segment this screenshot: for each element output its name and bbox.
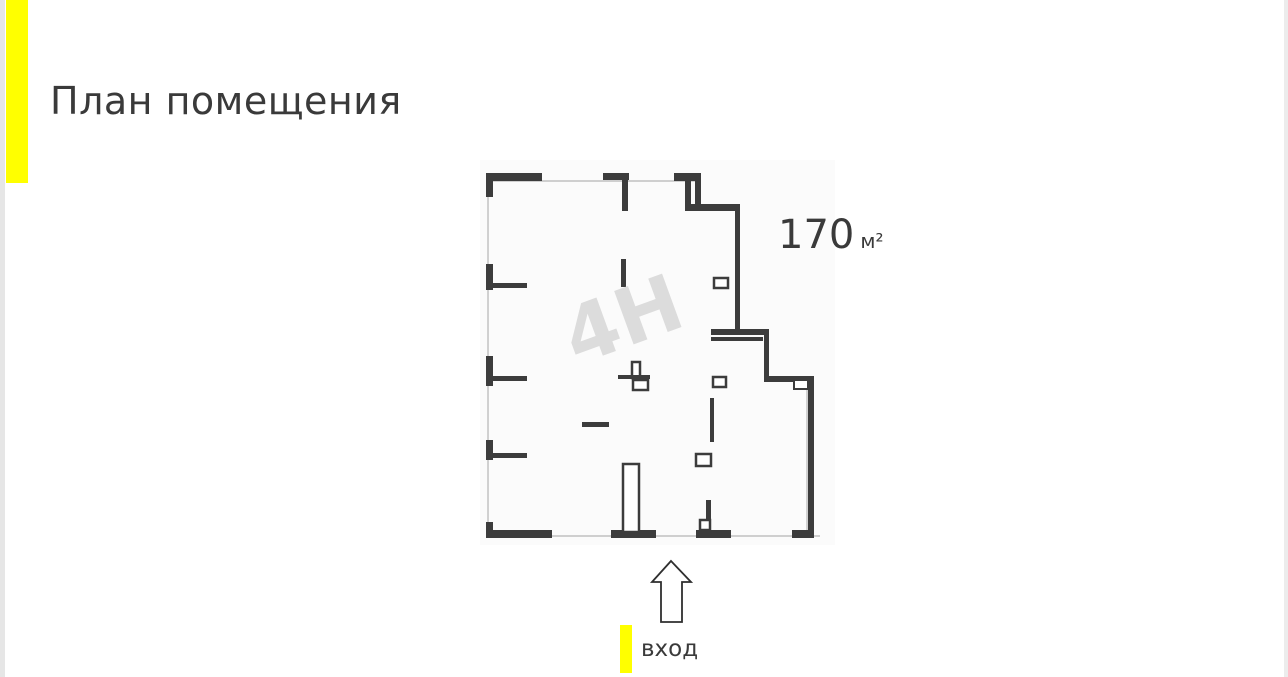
wall-step-top (711, 329, 769, 335)
entry-accent-mark (620, 625, 632, 673)
shaft-bottom-center (621, 462, 641, 534)
partition-center-left (582, 422, 609, 427)
accent-bar (6, 0, 28, 183)
thick-walls (486, 173, 814, 538)
wall-step-inner (711, 337, 763, 341)
column-middle-right (711, 375, 728, 389)
area-unit: м² (860, 229, 884, 253)
wall-top-left (486, 173, 542, 181)
wall-partition-top (622, 173, 628, 211)
column-right-corner (793, 379, 809, 390)
wall-top-middle (603, 173, 629, 180)
plan-paper (480, 160, 835, 545)
wall-notch-right (695, 173, 701, 211)
partition-center-cross (618, 375, 650, 379)
wall-corner-left (486, 173, 493, 197)
column-upper-right (712, 276, 730, 290)
entry-label: вход (641, 636, 699, 662)
wall-bottom-far-right (792, 530, 814, 538)
pier-left-3-arm (486, 453, 527, 458)
right-edge-strip (1284, 0, 1288, 677)
page-title: План помещения (50, 79, 402, 124)
column-bottom-small (698, 518, 712, 532)
pier-left-1-arm (486, 283, 527, 288)
left-edge-strip (0, 0, 5, 677)
partition-center-right (710, 398, 714, 442)
column-lower-right (694, 452, 713, 468)
wall-notch-bottom (685, 204, 739, 211)
pier-left-1 (486, 264, 493, 290)
wall-bottom-left (486, 530, 552, 538)
wall-right-top (764, 376, 814, 382)
wall-step-vertical (764, 329, 769, 379)
wall-bottom-right (696, 530, 731, 538)
wall-right-lower (808, 376, 814, 538)
pier-left-3 (486, 440, 493, 460)
pier-left-2 (486, 356, 493, 386)
entry-arrow-icon (649, 559, 694, 623)
column-center-box (631, 378, 650, 392)
wall-bottom-middle (611, 530, 656, 538)
area-value: 170 (778, 212, 855, 258)
columns (621, 276, 730, 534)
partition-center-upper (621, 259, 626, 287)
wall-notch-left (685, 173, 691, 211)
pier-left-2-arm (486, 376, 527, 381)
partition-bottom-right (706, 500, 711, 532)
wall-right-upper (735, 204, 740, 330)
